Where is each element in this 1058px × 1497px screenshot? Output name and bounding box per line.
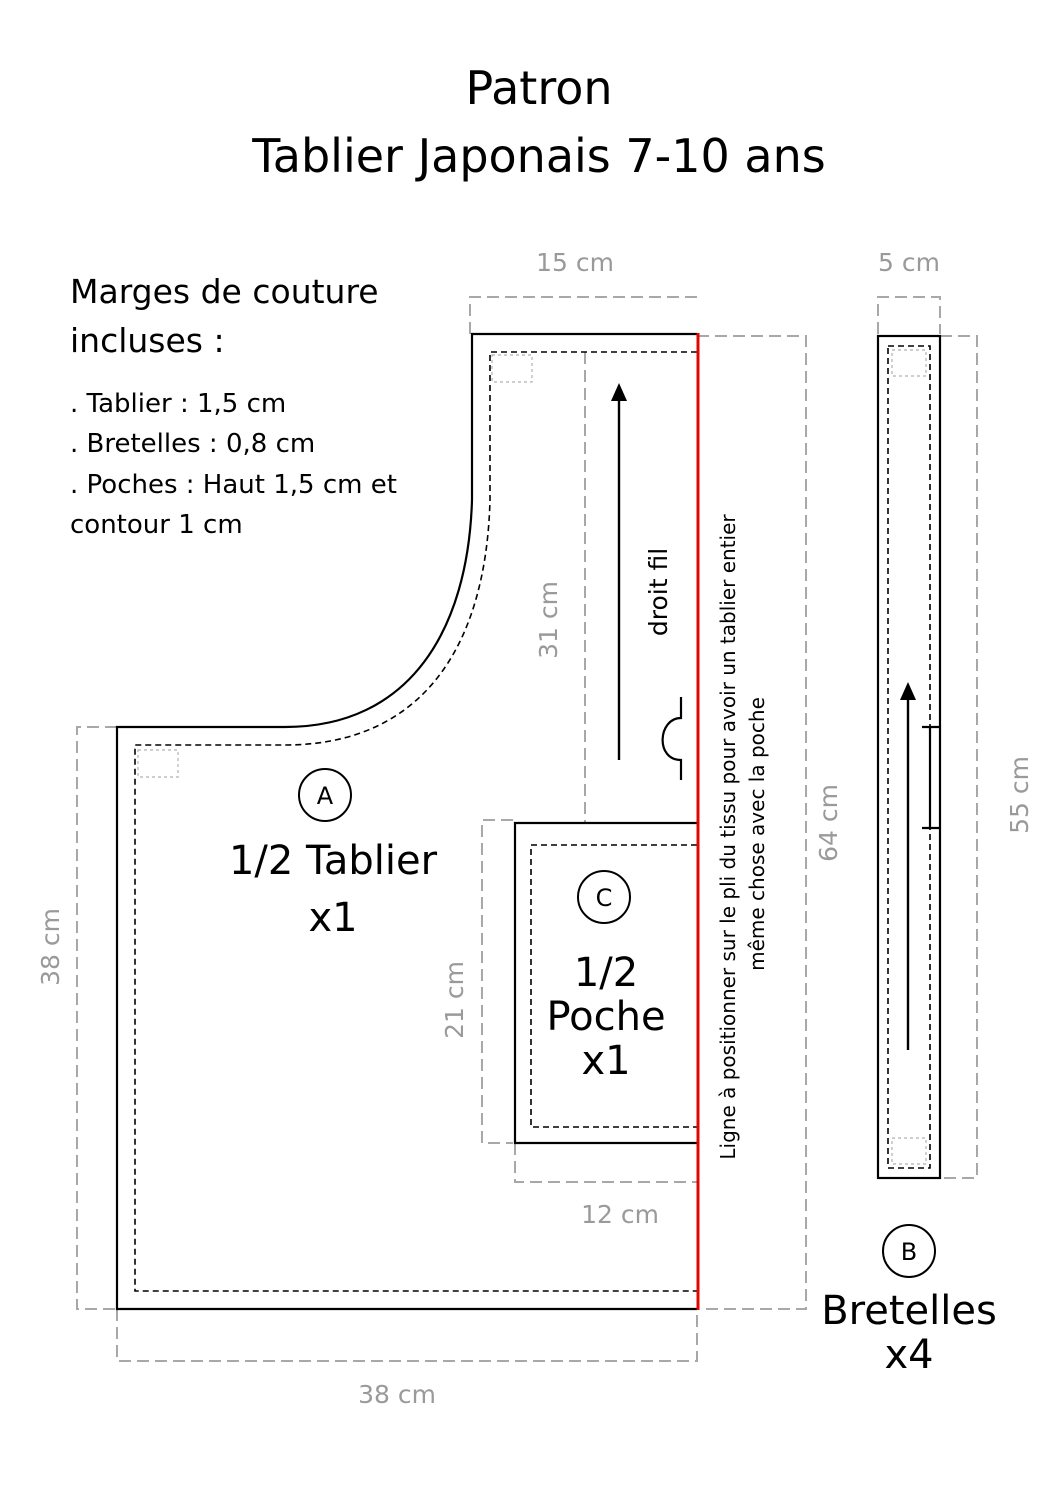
piece-a-apron: droit fil A 1/2 Tablier x1 <box>76 296 807 1362</box>
strap-outline <box>876 334 942 1180</box>
dim-label-pocket-height: 21 cm <box>440 961 469 1039</box>
piece-b-letter: B <box>901 1238 917 1266</box>
corner-marker-left <box>137 749 179 778</box>
piece-b-letter-circle <box>882 1224 936 1278</box>
apron-outline <box>115 332 697 1311</box>
dim-label-total-height: 64 cm <box>814 784 843 862</box>
pocket-seam-line <box>530 844 697 1128</box>
notes-item-3: . Poches : Haut 1,5 cm et <box>70 470 397 500</box>
strap-grain-arrow-head <box>900 682 916 700</box>
dim-box-bottom-width <box>116 1309 698 1362</box>
piece-a-name: 1/2 Tablier <box>229 838 438 884</box>
dim-label-top-width: 15 cm <box>536 248 614 277</box>
strap-marker-top <box>891 349 927 377</box>
piece-a-letter-circle <box>298 768 352 822</box>
dim-box-strap-length <box>940 335 978 1179</box>
piece-a-letter: A <box>317 782 334 810</box>
piece-b-name: Bretelles <box>821 1288 997 1334</box>
piece-c-letter: C <box>596 884 613 912</box>
corner-marker-top <box>491 354 533 383</box>
dim-label-left-height: 38 cm <box>36 908 65 986</box>
piece-c-count: x1 <box>581 1038 630 1084</box>
piece-b-count: x4 <box>884 1332 933 1378</box>
notes-item-1: . Tablier : 1,5 cm <box>70 389 286 419</box>
pocket-outline <box>513 821 697 1145</box>
piece-a-count: x1 <box>308 895 357 941</box>
notes-item-4: contour 1 cm <box>70 510 243 540</box>
piece-c-pocket: C 1/2 Poche x1 <box>481 819 697 1183</box>
dim-box-pocket-width <box>514 1143 697 1183</box>
dim-label-bib-height: 31 cm <box>534 581 563 659</box>
notes-heading-1: Marges de couture <box>70 272 379 311</box>
dim-label-strap-width: 5 cm <box>878 248 940 277</box>
dim-label-bottom-width: 38 cm <box>358 1380 436 1409</box>
title-line-1: Patron <box>465 61 612 115</box>
piece-c-name-1: 1/2 <box>574 950 638 996</box>
apron-seam-line <box>134 351 697 1292</box>
fold-label-line-2: même chose avec la poche <box>745 697 769 971</box>
piece-b-strap: 5 cm 55 cm B Bretelles x4 <box>821 248 1034 1378</box>
piece-c-name-2: Poche <box>546 994 665 1040</box>
dim-box-pocket-height <box>481 819 513 1144</box>
dim-box-left-height <box>76 726 117 1310</box>
notes-item-2: . Bretelles : 0,8 cm <box>70 429 315 459</box>
dim-box-total-height <box>697 335 807 1310</box>
dim-label-pocket-width: 12 cm <box>581 1200 659 1229</box>
strap-notch <box>661 697 683 780</box>
notes-heading-2: incluses : <box>70 321 225 360</box>
grain-arrow-head <box>611 383 627 401</box>
piece-c-letter-circle <box>577 870 631 924</box>
dim-label-strap-length: 55 cm <box>1005 756 1034 834</box>
fold-label-line-1: Ligne à positionner sur le pli du tissu … <box>716 514 740 1160</box>
grain-label: droit fil <box>644 548 673 636</box>
strap-marker-bottom <box>891 1137 927 1165</box>
dim-box-strap-width <box>877 296 941 334</box>
title-line-2: Tablier Japonais 7-10 ans <box>251 129 825 183</box>
dim-box-top-width <box>469 296 697 334</box>
